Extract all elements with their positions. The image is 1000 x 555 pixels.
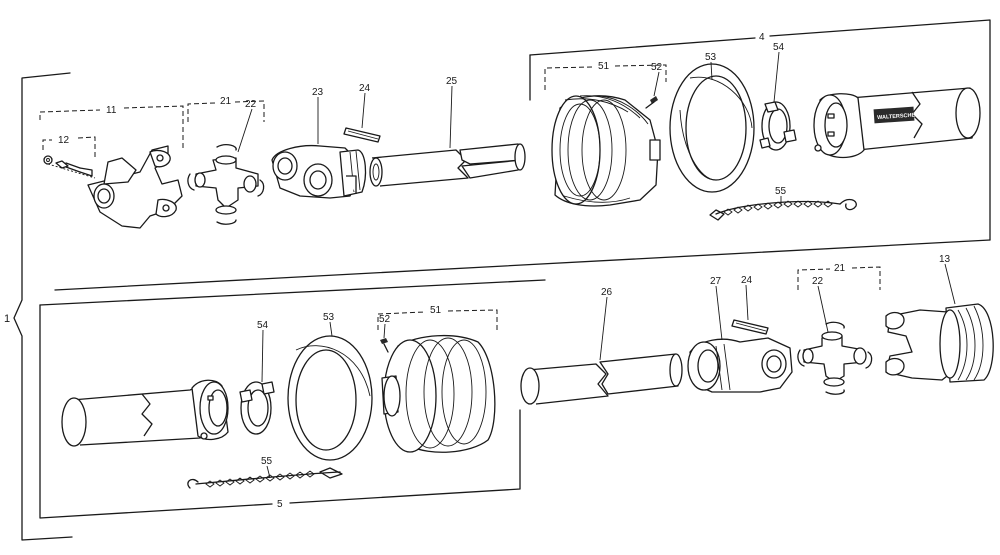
label-4: 4 [759,32,765,43]
label-54-bottom: 54 [257,320,269,331]
label-51-top: 51 [598,61,610,72]
label-26: 26 [601,287,613,298]
part-number-labels: 1 4 5 11 12 21 22 23 24 25 51 52 53 54 5… [4,32,951,510]
dash-frame-21-bot [797,266,881,290]
label-21-top: 21 [220,96,232,107]
part-52-screw-bottom [380,338,389,353]
part-5-outer-guard-tube [61,379,229,447]
label-53-top: 53 [705,52,717,63]
part-27-inner-yoke [687,337,793,393]
part-54-ring-bottom [239,381,275,435]
part-13-outer-yoke [885,303,994,383]
part-52-screw-top [645,96,658,109]
label-54-top: 54 [773,42,785,53]
brand-label: WALTERSCHEID [877,112,921,121]
part-53-cone-bottom [287,335,373,461]
label-51-bottom: 51 [430,305,442,316]
part-23-inner-yoke [271,144,367,199]
label-22-bottom: 22 [812,276,824,287]
frame-4-top-left [529,37,756,56]
part-55-chain-bottom [187,467,343,489]
label-12: 12 [58,135,70,146]
part-24-pin-top [343,127,381,143]
part-55-chain-top [709,198,857,221]
part-11-yoke [87,145,183,229]
part-22-cross-journal-bottom [797,321,873,395]
part-53-cone-top [669,63,755,193]
label-53-bottom: 53 [323,312,335,323]
part-25-inner-tube [369,143,526,187]
label-5: 5 [277,499,283,510]
dash-frame-12 [42,136,96,160]
label-55-top: 55 [775,186,787,197]
label-22-top: 22 [245,99,257,110]
assembly-brackets [13,19,991,541]
part-24-pin-bottom [731,319,769,335]
part-26-inner-tube [520,353,683,405]
label-55-bottom: 55 [261,456,273,467]
label-27: 27 [710,276,722,287]
dash-frame-11 [39,105,184,150]
label-13: 13 [939,254,951,265]
label-24-top: 24 [359,83,371,94]
frame-5-bottom [289,409,521,504]
frame-5-top [39,279,546,306]
part-4-outer-guard-tube: WALTERSCHEID [813,87,981,159]
part-12-bolt [43,155,96,179]
label-23: 23 [312,87,324,98]
label-11: 11 [106,105,117,116]
label-24-bottom: 24 [741,275,753,286]
label-52-top: 52 [651,62,663,73]
frame-4-top-right [769,19,991,241]
label-21-bottom: 21 [834,263,846,274]
dash-frame-51-bot [377,309,498,330]
subgroup-frames [39,64,881,330]
label-25: 25 [446,76,458,87]
dash-frame-21-top [187,100,265,122]
part-51-bellows-top [551,95,661,207]
leader-lines [237,51,956,479]
brace-assembly-1 [13,72,73,541]
frame-5-left [39,304,273,519]
part-54-ring-top [759,101,797,151]
label-52-bottom: 52 [379,314,391,325]
label-1: 1 [4,313,10,325]
part-22-cross-journal-top [187,144,265,225]
part-51-bellows-bottom [381,334,496,453]
dash-frame-51-top [544,64,667,90]
frame-4-bottom [54,239,991,291]
